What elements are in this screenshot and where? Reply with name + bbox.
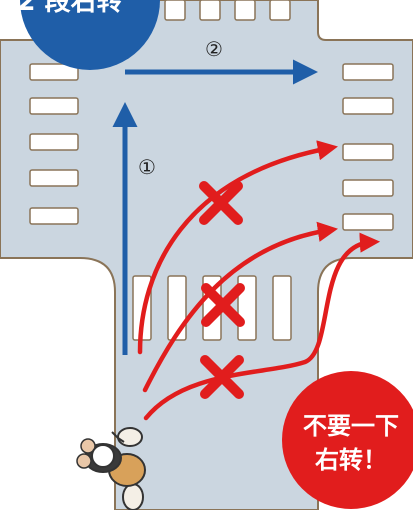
warning-badge-line2: 右转！	[315, 446, 387, 474]
x-mark-icon	[201, 283, 245, 327]
forbidden-path-1	[137, 140, 338, 355]
two-step-badge-text: 2 段右转	[17, 0, 122, 17]
step2-label: ②	[205, 37, 223, 61]
step1-label: ①	[138, 155, 156, 179]
two-step-badge: 2 段右转	[17, 0, 160, 70]
right-crosswalk	[342, 63, 394, 231]
warning-badge-line1: 不要一下	[303, 412, 399, 440]
top-crosswalk	[164, 0, 291, 21]
left-crosswalk	[29, 63, 79, 225]
cyclist-icon	[76, 427, 146, 510]
warning-badge: 不要一下 右转！	[282, 371, 413, 509]
forbidden-path-3	[143, 232, 381, 421]
cross-marks	[199, 181, 245, 399]
x-mark-icon	[199, 181, 243, 225]
x-mark-icon	[200, 355, 244, 399]
